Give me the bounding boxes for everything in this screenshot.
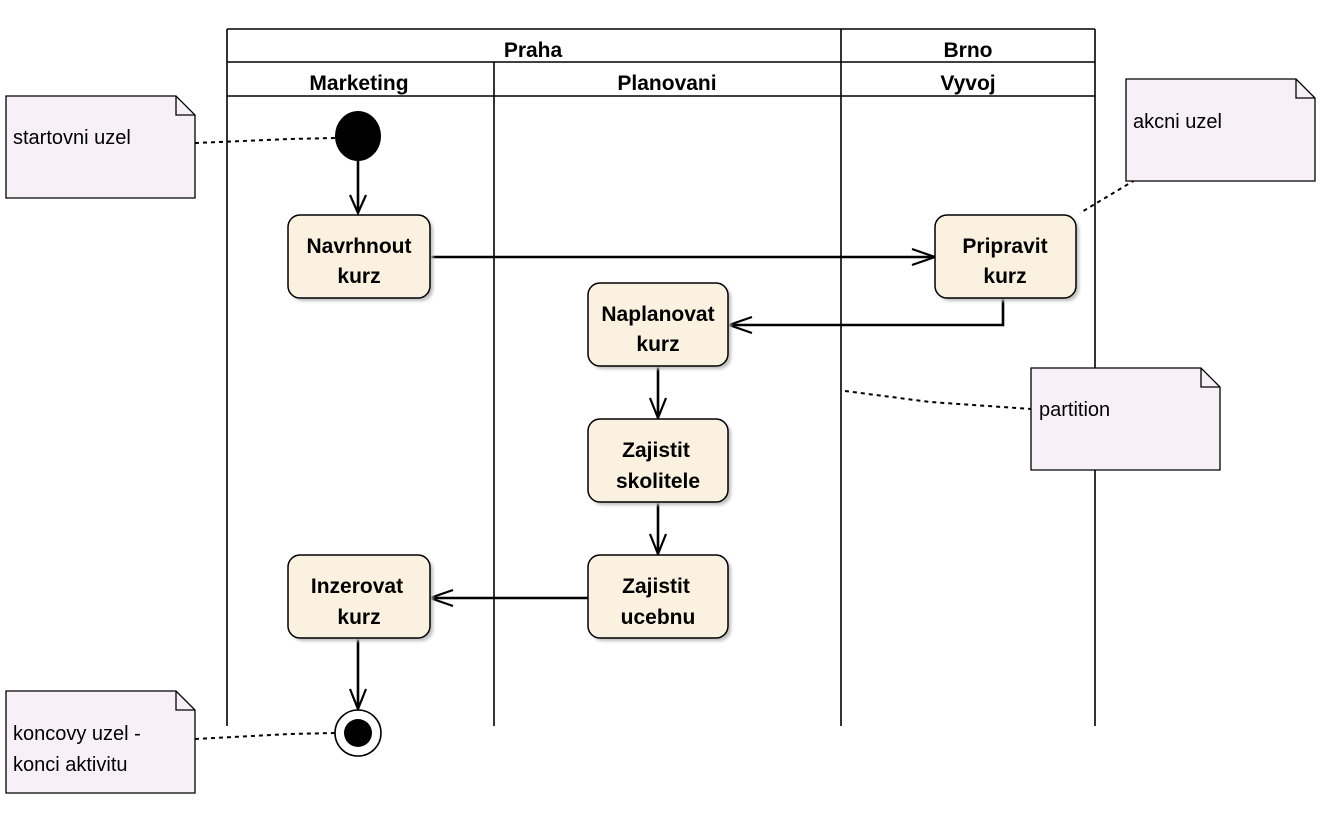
group-title-praha: Praha	[504, 39, 563, 62]
action-node-zajistit-ucebnu: Zajistit ucebnu	[587, 554, 731, 641]
note-akcni-uzel: akcni uzel	[1125, 78, 1316, 182]
note-anchors	[194, 137, 1136, 740]
skolitele-label-line2: skolitele	[616, 470, 700, 493]
lane-title-vyvoj: Vyvoj	[940, 72, 995, 95]
lane-title-marketing: Marketing	[309, 72, 408, 95]
final-node	[334, 709, 382, 757]
action-node-inzerovat: Inzerovat kurz	[287, 554, 433, 641]
anchor-end-note	[194, 732, 336, 740]
group-title-brno: Brno	[944, 39, 993, 62]
arrowhead-end	[348, 688, 368, 712]
control-flows	[348, 161, 1005, 712]
inzerovat-label-line2: kurz	[337, 606, 380, 629]
note-startovni-uzel: startovni uzel	[5, 95, 196, 199]
note-partition-text: partition	[1039, 399, 1110, 421]
naplanovat-label-line1: Naplanovat	[601, 303, 714, 326]
anchor-action-note	[1079, 179, 1136, 214]
note-koncovy-uzel-text-line2: konci aktivitu	[13, 754, 128, 776]
ucebnu-label-line2: ucebnu	[621, 606, 696, 629]
note-koncovy-uzel: koncovy uzel - konci aktivitu	[5, 690, 196, 794]
swimlanes: Praha Brno Marketing Planovani Vyvoj	[226, 28, 1096, 726]
navrhnout-label-line1: Navrhnout	[307, 235, 412, 258]
action-node-navrhnout: Navrhnout kurz	[287, 214, 433, 301]
ucebnu-label-line1: Zajistit	[622, 575, 690, 598]
anchor-partition-note	[844, 390, 1032, 410]
naplanovat-label-line2: kurz	[636, 333, 679, 356]
inzerovat-label-line1: Inzerovat	[311, 575, 403, 598]
note-startovni-uzel-text: startovni uzel	[13, 127, 131, 149]
initial-node	[335, 111, 381, 161]
navrhnout-label-line2: kurz	[337, 265, 380, 288]
flow-pripravit-to-naplanovat	[729, 298, 1005, 327]
lane-title-planovani: Planovani	[617, 72, 716, 95]
note-partition: partition	[1030, 367, 1221, 471]
pripravit-label-line2: kurz	[983, 265, 1026, 288]
action-node-naplanovat: Naplanovat kurz	[587, 282, 731, 369]
arrowhead-skolitele	[648, 397, 668, 421]
note-akcni-uzel-text: akcni uzel	[1133, 111, 1222, 133]
pripravit-label-line1: Pripravit	[962, 235, 1047, 258]
action-node-pripravit: Pripravit kurz	[934, 214, 1079, 301]
note-koncovy-uzel-text-line1: koncovy uzel -	[13, 723, 141, 745]
skolitele-label-line1: Zajistit	[622, 439, 690, 462]
action-node-zajistit-skolitele: Zajistit skolitele	[587, 418, 731, 505]
anchor-start-note	[194, 137, 336, 144]
arrowhead-navrhnout	[348, 194, 368, 216]
arrowhead-ucebnu	[648, 533, 668, 557]
